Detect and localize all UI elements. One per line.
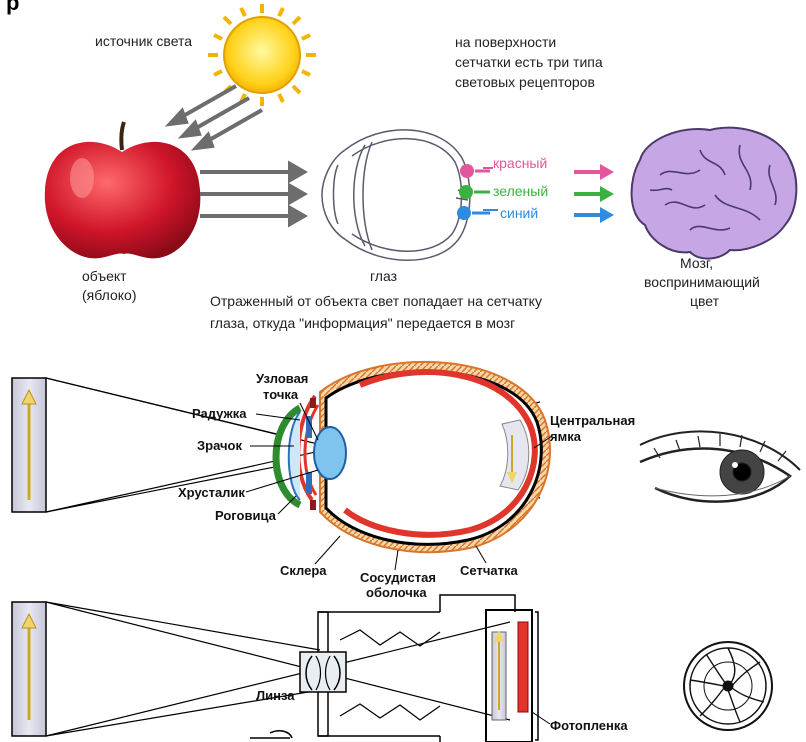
cornea-label: Роговица (215, 508, 277, 523)
camera-object-panel (12, 602, 46, 736)
fovea-label-2: ямка (550, 429, 582, 444)
fovea-label: Центральная (550, 413, 635, 428)
camera-lens-icon (300, 652, 346, 692)
human-eye-icon (640, 431, 800, 501)
svg-text:сетчатки есть три типа: сетчатки есть три типа (455, 54, 603, 70)
receptor-blue-icon (457, 206, 490, 220)
receptors-note: на поверхности сетчатки есть три типа св… (455, 34, 603, 90)
reflected-light-arrows (200, 164, 304, 224)
eyeball-cross-section (276, 362, 550, 552)
receptor-blue-label: синий (500, 205, 538, 221)
sun-rays-arrows (170, 86, 262, 148)
signal-arrows (574, 164, 614, 223)
choroid-label-2: оболочка (366, 585, 427, 600)
caption-line-2: глаза, откуда "информация" передается в … (210, 315, 515, 331)
camera-body (250, 595, 538, 742)
brain-label-2: воспринимающий (644, 274, 760, 290)
object-label: объект (82, 268, 127, 284)
eye-sketch (322, 130, 470, 260)
svg-text:на поверхности: на поверхности (455, 34, 556, 50)
pupil-label: Зрачок (197, 438, 242, 453)
receptor-red-icon (460, 164, 490, 178)
object-label-sub: (яблоко) (82, 287, 136, 303)
eye-object-panel (12, 378, 46, 512)
choroid-label: Сосудистая (360, 570, 436, 585)
aperture-icon (684, 642, 772, 730)
iris-label: Радужка (192, 406, 247, 421)
receptor-green-icon (459, 185, 490, 199)
camera-light-rays (46, 602, 510, 736)
light-source-label: источник света (95, 33, 192, 49)
brain-label-3: цвет (690, 293, 720, 309)
lens-label: Хрусталик (178, 485, 245, 500)
eye-label: глаз (370, 268, 397, 284)
brain-label-1: Мозг, (680, 255, 713, 271)
nodal-point-label: Узловая (256, 371, 308, 386)
brain-icon (632, 128, 797, 259)
sclera-label: Склера (280, 563, 327, 578)
receptor-green-label: зеленый (493, 183, 548, 199)
header-title-fragment: р (6, 0, 19, 15)
caption-line-1: Отраженный от объекта свет попадает на с… (210, 293, 542, 309)
retina-label: Сетчатка (460, 563, 518, 578)
film-label: Фотопленка (550, 718, 628, 733)
receptor-red-label: красный (493, 155, 547, 171)
svg-text:световых рецепторов: световых рецепторов (455, 74, 595, 90)
camera-lens-label: Линза (256, 688, 295, 703)
nodal-point-label-2: точка (263, 387, 299, 402)
apple-object (45, 122, 201, 258)
